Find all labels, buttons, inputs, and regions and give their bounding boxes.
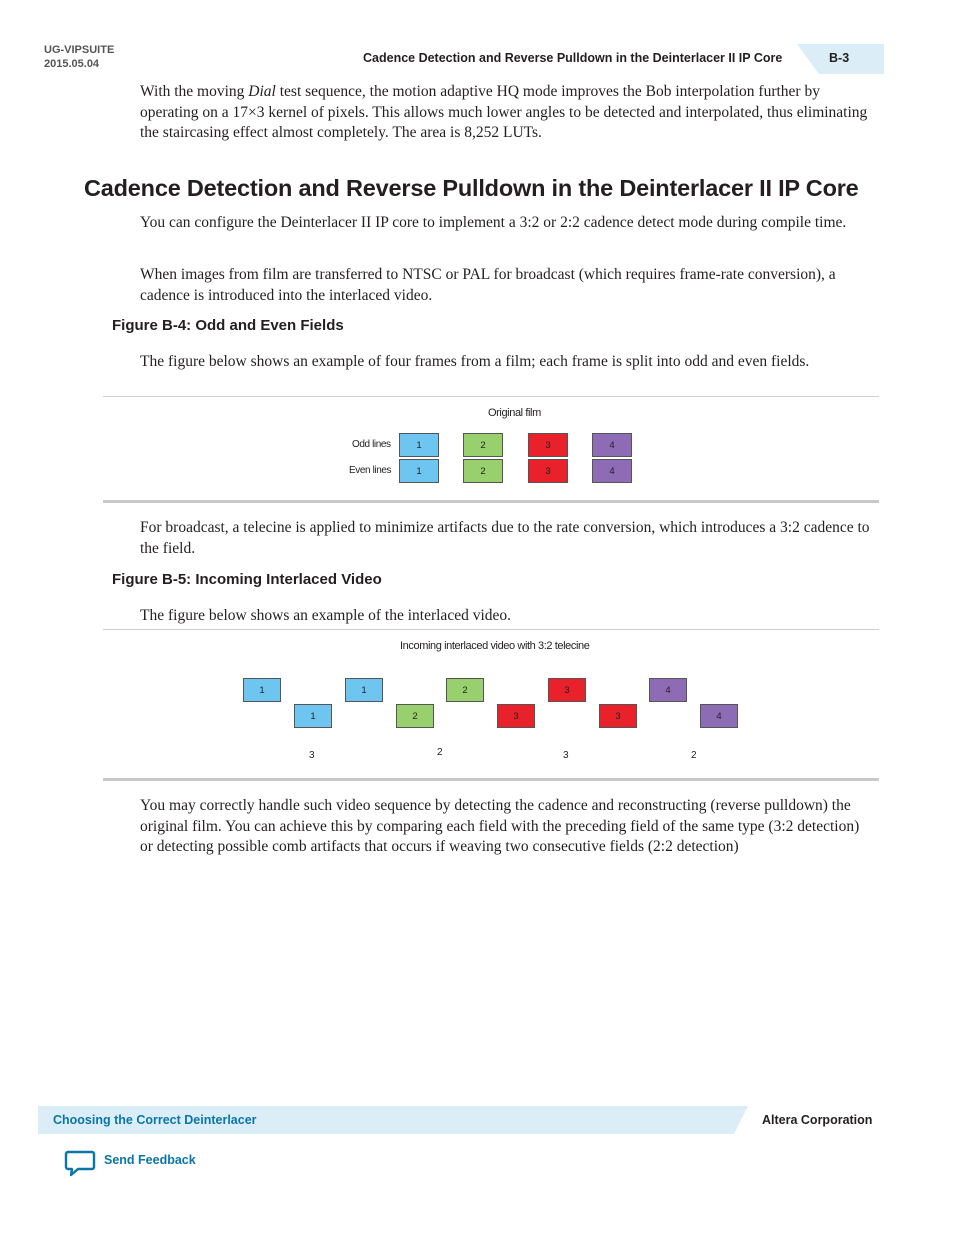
- intro-text-before: With the moving: [140, 83, 249, 100]
- figure-b4-caption: Original film: [488, 407, 541, 419]
- section-p1-text: You can configure the Deinterlacer II IP…: [140, 214, 847, 231]
- figure-b4-diagram: Original film Odd lines Even lines 1 1 2…: [103, 397, 879, 500]
- odd-field-frame-4: 4: [592, 433, 632, 457]
- even-field-frame-4: 4: [592, 459, 632, 483]
- figure-b5-bottom-rule: [103, 778, 879, 781]
- odd-lines-label: Odd lines: [352, 439, 391, 450]
- figure-b4-title: Figure B-4: Odd and Even Fields: [112, 317, 344, 334]
- even-field-frame-3: 3: [528, 459, 568, 483]
- section-paragraph-2: When images from film are transferred to…: [140, 265, 872, 306]
- figure-b4-top-rule: [103, 396, 879, 397]
- interlaced-field-8: 3: [599, 704, 637, 728]
- footer-band: [38, 1106, 748, 1134]
- closing-paragraph: You may correctly handle such video sequ…: [140, 796, 872, 858]
- odd-field-frame-3: 3: [528, 433, 568, 457]
- interlaced-field-9: 4: [649, 678, 687, 702]
- interlaced-field-1: 1: [243, 678, 281, 702]
- speech-bubble-icon[interactable]: [64, 1150, 96, 1178]
- send-feedback-link[interactable]: Send Feedback: [104, 1153, 196, 1167]
- interlaced-field-6: 3: [497, 704, 535, 728]
- interlaced-field-3: 1: [345, 678, 383, 702]
- figure-b5-title: Figure B-5: Incoming Interlaced Video: [112, 571, 382, 588]
- company-name: Altera Corporation: [762, 1113, 873, 1127]
- doc-date: 2015.05.04: [44, 58, 100, 70]
- cadence-count-4: 2: [691, 750, 697, 761]
- even-field-frame-1: 1: [399, 459, 439, 483]
- odd-field-frame-2: 2: [463, 433, 503, 457]
- figure-b5-diagram: Incoming interlaced video with 3:2 telec…: [103, 630, 879, 778]
- doc-id: UG-VIPSUITE: [44, 44, 115, 56]
- cadence-count-1: 3: [309, 750, 315, 761]
- figure-b4-description: The figure below shows an example of fou…: [140, 352, 872, 373]
- section-paragraph-1: You can configure the Deinterlacer II IP…: [140, 213, 872, 234]
- cadence-count-3: 3: [563, 750, 569, 761]
- even-lines-label: Even lines: [349, 465, 392, 476]
- document-id-block: UG-VIPSUITE 2015.05.04: [44, 43, 114, 71]
- page-number: B-3: [829, 51, 850, 65]
- chapter-link[interactable]: Choosing the Correct Deinterlacer: [53, 1113, 257, 1127]
- even-field-frame-2: 2: [463, 459, 503, 483]
- intro-paragraph: With the moving Dial test sequence, the …: [140, 82, 872, 144]
- interlaced-field-2: 1: [294, 704, 332, 728]
- section-heading: Cadence Detection and Reverse Pulldown i…: [84, 175, 859, 201]
- cadence-count-2: 2: [437, 747, 443, 758]
- closing-paragraph-text: You may correctly handle such video sequ…: [140, 797, 860, 855]
- odd-field-frame-1: 1: [399, 433, 439, 457]
- broadcast-paragraph: For broadcast, a telecine is applied to …: [140, 518, 872, 559]
- figure-b4-bottom-rule: [103, 500, 879, 503]
- intro-italic-term: Dial: [248, 83, 276, 100]
- running-header-title: Cadence Detection and Reverse Pulldown i…: [363, 51, 783, 65]
- section-p2-text: When images from film are transferred to…: [140, 266, 836, 304]
- figure-b5-description-text: The figure below shows an example of the…: [140, 607, 512, 624]
- broadcast-paragraph-text: For broadcast, a telecine is applied to …: [140, 519, 870, 557]
- interlaced-field-5: 2: [446, 678, 484, 702]
- interlaced-field-10: 4: [700, 704, 738, 728]
- figure-b5-caption: Incoming interlaced video with 3:2 telec…: [400, 640, 590, 652]
- interlaced-field-7: 3: [548, 678, 586, 702]
- figure-b5-description: The figure below shows an example of the…: [140, 606, 872, 627]
- figure-b4-description-text: The figure below shows an example of fou…: [140, 353, 810, 370]
- figure-b5-top-rule: [103, 629, 879, 630]
- interlaced-field-4: 2: [396, 704, 434, 728]
- intro-text-after: test sequence, the motion adaptive HQ mo…: [140, 83, 868, 141]
